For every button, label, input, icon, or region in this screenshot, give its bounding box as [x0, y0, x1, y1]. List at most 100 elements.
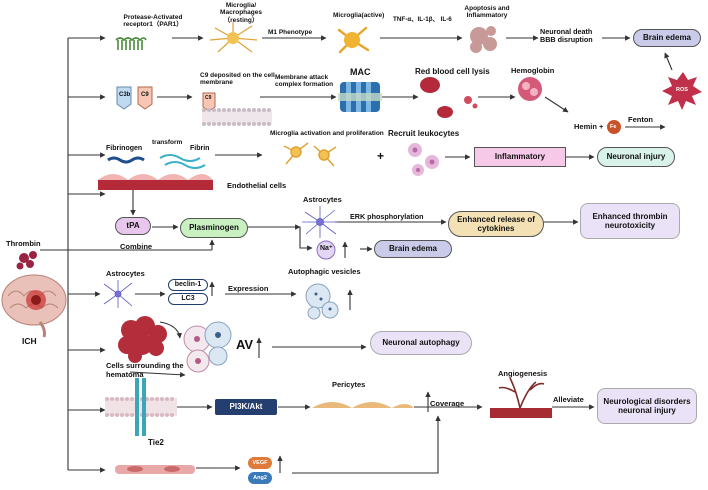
inflammatory-box: Inflammatory: [474, 147, 566, 167]
hemin-label: Hemin +: [574, 122, 604, 131]
c3b-label: C3b: [119, 92, 131, 98]
apoptotic-cell-icon: [470, 26, 497, 53]
hematoma-under: [129, 371, 186, 378]
membrane-bead: [155, 397, 159, 401]
membrane-bead: [125, 397, 129, 401]
neuronal-injury-box: Neuronal injury: [597, 147, 675, 167]
row2-e: [544, 96, 569, 113]
microglia-icon: [209, 22, 258, 53]
membrane-bead: [105, 397, 109, 401]
vegf-box: VEGF: [248, 457, 272, 469]
mac-channel-icon: [338, 82, 382, 112]
neuronal-death-label: Neuronal death BBB disruption: [540, 27, 593, 45]
plasminogen-box: Plasminogen: [180, 218, 248, 238]
mac-formation-label: Membrane attack complex formation: [275, 74, 334, 89]
membrane-bead: [110, 397, 114, 401]
c9-deposited-label: C9 deposited on the cell membrane: [200, 72, 275, 87]
brain-edema-box-2: Brain edema: [374, 240, 452, 258]
membrane-bead: [237, 108, 241, 112]
neuronal-autophagy-box: Neuronal autophagy: [370, 331, 472, 355]
red-blood-cell-icon: [420, 77, 478, 118]
plus-label: +: [377, 149, 385, 163]
neuro-disorders-box: Neurological disorders neuronal injury: [597, 388, 697, 424]
enhanced-thrombin-box: Enhanced thrombin neurotoxicity: [580, 203, 680, 239]
astrocyte-2-icon: [103, 280, 133, 308]
membrane-bead: [262, 108, 266, 112]
membrane-bead: [120, 397, 124, 401]
membrane-bead: [207, 122, 211, 126]
membrane-bead: [160, 413, 164, 417]
fibrin-strand-icon: [107, 154, 206, 169]
hematoma-to-av: [159, 321, 182, 339]
microglia-active-icon: [337, 26, 370, 54]
thrombin-icon: [16, 251, 37, 270]
membrane-bead: [125, 413, 129, 417]
endothelial-cells-label: Endothelial cells: [227, 181, 287, 190]
sodium-label: Na⁺: [320, 245, 333, 252]
hemoglobin-icon: [518, 77, 542, 101]
membrane-bead: [212, 122, 216, 126]
membrane-bead: [227, 122, 231, 126]
membrane-bead: [170, 397, 174, 401]
pi3k-box: PI3K/Akt: [215, 399, 277, 415]
m1-phenotype-label: M1 Phenotype: [268, 29, 313, 36]
membrane-bead: [165, 397, 169, 401]
membrane-bead: [262, 122, 266, 126]
astrocytes-label-2: Astrocytes: [106, 269, 145, 278]
microglia-active-label: Microglia(active): [333, 12, 385, 19]
microglia-activation-label: Microglia activation and proliferation: [270, 130, 384, 137]
membrane-bead: [217, 108, 221, 112]
ang2-box: Ang2: [248, 472, 272, 484]
beclin-box: beclin-1: [168, 279, 208, 291]
autophagic-vesicles-label: Autophagic vesicles: [288, 267, 361, 276]
membrane-bead: [267, 108, 271, 112]
expression-label: Expression: [228, 284, 269, 293]
membrane-bead: [257, 122, 261, 126]
membrane-bead: [232, 108, 236, 112]
membrane-bead: [170, 413, 174, 417]
membrane-bead: [120, 413, 124, 417]
thrombin-label: Thrombin: [6, 239, 41, 248]
membrane-bead: [115, 413, 119, 417]
membrane-bead: [160, 397, 164, 401]
erk-label: ERK phosphorylation: [350, 212, 424, 221]
microglia-cluster-icon: [283, 142, 337, 167]
lc3-box: LC3: [168, 293, 208, 305]
membrane-bead: [257, 108, 261, 112]
membrane-bead: [247, 108, 251, 112]
membrane-bead: [110, 413, 114, 417]
par1-label: Protease-Activated receptor1（PAR1）: [123, 14, 183, 29]
fe-icon: [607, 120, 621, 134]
membrane-bead: [130, 397, 134, 401]
plasminogen-to-na: [248, 226, 313, 251]
membrane-bead: [165, 413, 169, 417]
cells-surrounding-label: Cells surrounding the hematoma: [106, 361, 184, 379]
membrane-bead: [242, 122, 246, 126]
angiogenesis-label: Angiogenesis: [498, 369, 548, 378]
ich-label: ICH: [22, 336, 37, 346]
membrane-bead: [242, 108, 246, 112]
rbc-lysis-label: Red blood cell lysis: [415, 67, 490, 76]
sodium-ion-icon: [316, 240, 336, 260]
membrane-bead: [267, 122, 271, 126]
ros-label: ROS: [676, 87, 688, 93]
membrane-bead: [150, 413, 154, 417]
autophagic-vesicle-icon: [305, 283, 339, 320]
membrane-bead: [155, 413, 159, 417]
fibrinogen-label: Fibrinogen: [106, 145, 143, 152]
apoptosis-label: Apoptosis and Inflammatory: [464, 5, 510, 20]
pericytes-label: Pericytes: [332, 380, 366, 389]
enhanced-release-box: Enhanced release of cytokines: [448, 211, 544, 237]
hemoglobin-label: Hemoglobin: [511, 66, 555, 75]
membrane-bead: [105, 413, 109, 417]
alleviate-label: Alleviate: [553, 395, 584, 404]
c9-label: C9: [141, 92, 149, 98]
endothelial-cells-icon: [115, 465, 195, 474]
membrane-bead: [212, 108, 216, 112]
complement-tags: [116, 86, 216, 112]
membrane-bead: [222, 108, 226, 112]
membrane-bead: [247, 122, 251, 126]
astrocyte-icon: [302, 206, 338, 238]
tie2-label: Tie2: [148, 438, 164, 447]
